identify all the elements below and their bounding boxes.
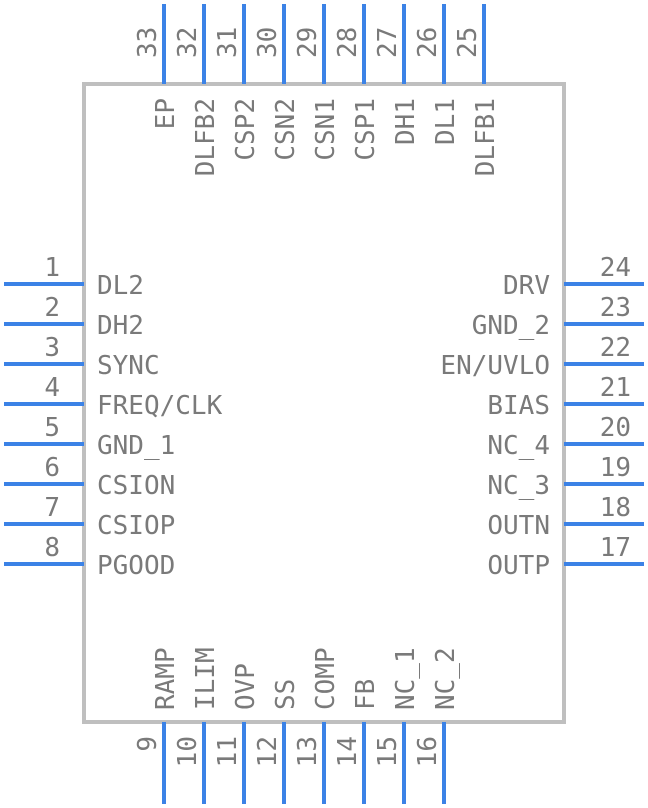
pin-label-sync: SYNC (97, 351, 160, 381)
pin-2-number: 2 (44, 293, 60, 323)
pin-19-number: 19 (600, 453, 631, 483)
pin-label-gnd-2: GND_2 (472, 311, 550, 341)
pin-14-number: 14 (333, 736, 363, 767)
pin-18-number: 18 (600, 493, 631, 523)
pin-25-number: 25 (453, 27, 483, 58)
pin-20-number: 20 (600, 413, 631, 443)
pin-label-csp1: CSP1 (351, 98, 381, 161)
pin-9-number: 9 (133, 736, 163, 752)
pin-16-number: 16 (413, 736, 443, 767)
pin-label-nc-1: NC_1 (391, 647, 421, 710)
pin-label-en-uvlo: EN/UVLO (440, 351, 550, 381)
pin-11-number: 11 (213, 736, 243, 767)
pin-32-number: 32 (173, 27, 203, 58)
pin-label-pgood: PGOOD (97, 551, 175, 581)
pin-label-ilim: ILIM (191, 647, 221, 710)
pin-label-comp: COMP (311, 647, 341, 710)
pin-label-ep: EP (151, 98, 181, 129)
pin-24-number: 24 (600, 253, 631, 283)
pin-28-number: 28 (333, 27, 363, 58)
pin-23-number: 23 (600, 293, 631, 323)
pin-label-dl2: DL2 (97, 271, 144, 301)
pin-label-csiop: CSIOP (97, 511, 175, 541)
pin-31-number: 31 (213, 27, 243, 58)
pin-22-number: 22 (600, 333, 631, 363)
pin-label-outn: OUTN (487, 511, 550, 541)
pin-label-csp2: CSP2 (231, 98, 261, 161)
pin-15-number: 15 (373, 736, 403, 767)
pin-6-number: 6 (44, 453, 60, 483)
pin-label-csion: CSION (97, 471, 175, 501)
pin-8-number: 8 (44, 533, 60, 563)
pin-26-number: 26 (413, 27, 443, 58)
pin-label-nc-2: NC_2 (431, 647, 461, 710)
pin-label-outp: OUTP (487, 551, 550, 581)
pin-13-number: 13 (293, 736, 323, 767)
pin-label-dh2: DH2 (97, 311, 144, 341)
pin-17-number: 17 (600, 533, 631, 563)
pin-5-number: 5 (44, 413, 60, 443)
pin-label-ovp: OVP (231, 663, 261, 710)
pin-3-number: 3 (44, 333, 60, 363)
pin-12-number: 12 (253, 736, 283, 767)
pin-label-drv: DRV (503, 271, 550, 301)
pin-label-dl1: DL1 (431, 98, 461, 145)
pin-label-gnd-1: GND_1 (97, 431, 175, 461)
pin-label-bias: BIAS (487, 391, 550, 421)
pin-27-number: 27 (373, 27, 403, 58)
pin-33-number: 33 (133, 27, 163, 58)
pin-label-dlfb2: DLFB2 (191, 98, 221, 176)
pin-label-csn1: CSN1 (311, 98, 341, 161)
pin-label-freq-clk: FREQ/CLK (97, 391, 223, 421)
pin-10-number: 10 (173, 736, 203, 767)
pin-label-ss: SS (271, 679, 301, 710)
pin-label-dlfb1: DLFB1 (471, 98, 501, 176)
pin-1-number: 1 (44, 253, 60, 283)
pin-label-fb: FB (351, 679, 381, 710)
pin-4-number: 4 (44, 373, 60, 403)
pin-label-csn2: CSN2 (271, 98, 301, 161)
pin-21-number: 21 (600, 373, 631, 403)
pin-label-dh1: DH1 (391, 98, 421, 145)
pin-label-ramp: RAMP (151, 647, 181, 710)
pin-label-nc-3: NC_3 (487, 471, 550, 501)
pin-30-number: 30 (253, 27, 283, 58)
pin-7-number: 7 (44, 493, 60, 523)
pin-label-nc-4: NC_4 (487, 431, 550, 461)
pin-29-number: 29 (293, 27, 323, 58)
